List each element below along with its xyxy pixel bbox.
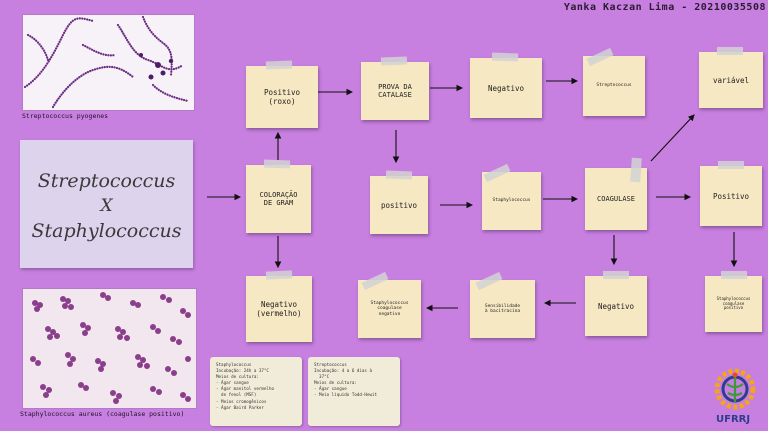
staphylococcus-caption: Staphylococcus aureus (coagulase positiv… (20, 410, 185, 418)
tape (630, 157, 642, 183)
node-variavel: variável (699, 47, 763, 108)
tape (385, 170, 413, 180)
node-staphylococcus: Staphylococcus (482, 163, 541, 230)
title-line-1: Streptococcus (37, 170, 176, 192)
streptococcus-caption: Streptococcus pyogenes (22, 112, 109, 120)
ufrrj-logo-icon (714, 368, 756, 410)
title-card: Streptococcus X Staphylococcus (20, 140, 193, 268)
node-coagulase-negativo: Negativo (585, 271, 647, 336)
tape (491, 52, 519, 62)
tape (718, 161, 744, 169)
staphylococcus-image (22, 288, 197, 409)
tape (717, 47, 743, 55)
tape (263, 159, 291, 169)
tape (265, 270, 293, 280)
info-card-streptococcus: Streptococcus Incubação: 4 a 6 dias à 37… (308, 357, 400, 426)
tape (721, 271, 747, 279)
title-line-2: X (100, 196, 113, 216)
node-prova-da-catalase: PROVA DA CATALASE (361, 56, 429, 120)
node-staph-coagulase-negativo: Staphylococcus coagulase negativo (358, 271, 421, 338)
node-coagulase-positivo: Positivo (700, 161, 762, 226)
node-positivo-roxo: Positivo (roxo) (246, 60, 318, 128)
node-coagulase: COAGULASE (585, 157, 647, 230)
info-card-staphylococcus: Staphylococcus Incubação: 24h a 37°C Mei… (210, 357, 302, 426)
node-catalase-negativo: Negativo (470, 52, 542, 118)
node-catalase-positivo: positivo (370, 170, 428, 234)
author-label: Yanka Kaczan Lima - 20210035508 (563, 2, 766, 13)
node-coloracao-de-gram: COLORAÇÃO DE GRAM (246, 159, 311, 233)
title-line-3: Staphylococcus (31, 220, 182, 242)
node-staph-coagulase-positivo: Staphylococcus coagulase positivo (705, 271, 762, 332)
node-sensibilidade-bacitracina: Sensibilidade à bacitracina (470, 271, 535, 338)
node-streptococcus: Streptococcus (583, 47, 645, 116)
node-negativo-vermelho: Negativo (vermelho) (246, 270, 312, 342)
ufrrj-logo-text: UFRRJ (716, 414, 751, 425)
streptococcus-image (22, 14, 195, 111)
tape (380, 56, 408, 66)
tape (265, 60, 293, 70)
tape (603, 271, 629, 279)
